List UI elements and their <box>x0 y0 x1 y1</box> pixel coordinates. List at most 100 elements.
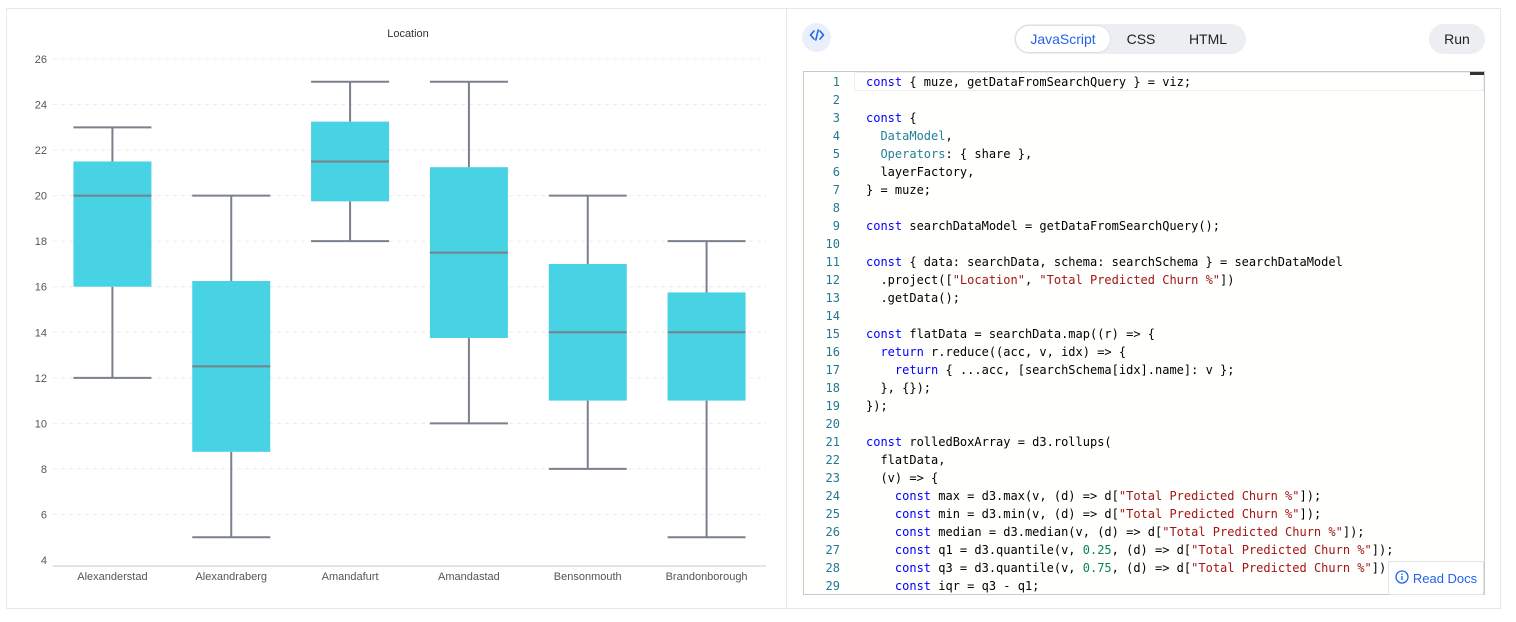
y-tick-label: 8 <box>41 464 47 476</box>
line-number: 11 <box>825 255 840 269</box>
box-item-brandonborough <box>667 240 746 539</box>
code-token: DataModel <box>880 129 946 143</box>
y-tick-label: 4 <box>41 555 47 567</box>
code-line: return { ...acc, [searchSchema[idx].name… <box>866 361 1235 379</box>
code-token: , <box>945 129 953 143</box>
code-line: const rolledBoxArray = d3.rollups( <box>866 433 1112 451</box>
code-token: const <box>894 579 932 593</box>
code-line: const q1 = d3.quantile(v, 0.25, (d) => d… <box>866 541 1394 559</box>
x-tick-label: Alexandraberg <box>195 571 267 583</box>
code-line: } = muze; <box>866 181 931 199</box>
line-number: 19 <box>825 399 840 413</box>
code-token: "Total Predicted Churn %" <box>1039 273 1221 287</box>
x-tick-label: Amandastad <box>438 571 500 583</box>
y-tick-label: 26 <box>35 54 47 66</box>
code-token: ]); <box>1299 507 1322 521</box>
code-token: const <box>894 561 932 575</box>
code-token: .project([ <box>866 273 953 287</box>
code-token: { ...acc, [searchSchema[idx].name]: v }; <box>938 363 1235 377</box>
line-number: 3 <box>832 111 840 125</box>
current-line-highlight <box>854 72 1484 91</box>
code-token: max = d3.max(v, (d) => d[ <box>931 489 1119 503</box>
code-token: q3 = d3.quantile(v, <box>931 561 1083 575</box>
tab-css[interactable]: CSS <box>1126 31 1156 47</box>
line-number: 12 <box>825 273 840 287</box>
code-token: const <box>894 525 932 539</box>
code-token: { muze, getDataFromSearchQuery } = viz; <box>902 75 1192 89</box>
box-rect <box>73 161 152 287</box>
code-token: flatData, <box>866 453 946 467</box>
code-token: "Total Predicted Churn %" <box>1162 525 1343 539</box>
line-number: 29 <box>825 579 840 593</box>
code-line: const iqr = q3 - q1; <box>866 577 1040 594</box>
read-docs-button[interactable]: Read Docs <box>1388 561 1484 595</box>
line-number: 26 <box>825 525 840 539</box>
code-token <box>866 525 895 539</box>
code-token: const <box>866 327 903 341</box>
code-token <box>866 543 895 557</box>
code-line: }); <box>866 397 888 415</box>
code-token: rolledBoxArray = d3.rollups( <box>902 435 1112 449</box>
y-tick-label: 10 <box>35 418 47 430</box>
box-rect <box>667 292 746 401</box>
code-token: iqr = q3 - q1; <box>931 579 1040 593</box>
code-line: flatData, <box>866 451 945 469</box>
code-token: return <box>894 363 939 377</box>
line-number: 2 <box>832 93 840 107</box>
code-token: ]); <box>1371 543 1394 557</box>
code-token: } = muze; <box>866 183 932 197</box>
x-tick-label: Amandafurt <box>322 571 379 583</box>
code-token: "Total Predicted Churn %" <box>1191 561 1372 575</box>
code-token: const <box>866 435 903 449</box>
code-token <box>866 489 895 503</box>
code-token: searchDataModel = getDataFromSearchQuery… <box>902 219 1221 233</box>
code-token <box>866 579 895 593</box>
code-token: ]) <box>1220 273 1235 287</box>
code-line: const { <box>866 109 917 127</box>
code-token: const <box>894 507 932 521</box>
code-token: (v) => { <box>866 471 939 485</box>
run-button[interactable]: Run <box>1429 24 1485 54</box>
line-number: 13 <box>825 291 840 305</box>
y-tick-label: 6 <box>41 509 47 521</box>
code-token: r.reduce((acc, v, idx) => { <box>923 345 1127 359</box>
line-number: 10 <box>825 237 840 251</box>
code-token: { data: searchData, schema: searchSchema… <box>902 255 1343 269</box>
code-token <box>866 129 880 143</box>
code-token: }); <box>866 399 888 413</box>
editor-scrollbar[interactable] <box>1470 72 1484 75</box>
code-line: const q3 = d3.quantile(v, 0.75, (d) => d… <box>866 559 1394 577</box>
tab-html[interactable]: HTML <box>1188 31 1228 47</box>
line-number: 15 <box>825 327 840 341</box>
code-line: }, {}); <box>866 379 931 397</box>
code-token: "Total Predicted Churn %" <box>1118 489 1300 503</box>
y-tick-label: 18 <box>35 236 47 248</box>
code-token <box>866 363 895 377</box>
code-token: , (d) => d[ <box>1111 543 1192 557</box>
code-token: "Location" <box>952 273 1025 287</box>
code-token: q1 = d3.quantile(v, <box>931 543 1083 557</box>
code-line: Operators: { share }, <box>866 145 1032 163</box>
code-token: const <box>894 543 932 557</box>
code-token: , <box>1024 273 1040 287</box>
y-tick-label: 14 <box>35 327 47 339</box>
line-number: 25 <box>825 507 840 521</box>
code-token: 0.75 <box>1082 561 1112 575</box>
tab-javascript[interactable]: JavaScript <box>1016 26 1110 52</box>
code-token <box>866 507 895 521</box>
y-tick-label: 16 <box>35 282 47 294</box>
code-line: const { data: searchData, schema: search… <box>866 253 1343 271</box>
code-toggle-button[interactable] <box>802 23 831 52</box>
grid-lines <box>53 58 766 515</box>
code-token: flatData = searchData.map((r) => { <box>902 327 1155 341</box>
code-token: "Total Predicted Churn %" <box>1191 543 1372 557</box>
line-number: 17 <box>825 363 840 377</box>
code-token: return <box>880 345 924 359</box>
line-number: 23 <box>825 471 840 485</box>
